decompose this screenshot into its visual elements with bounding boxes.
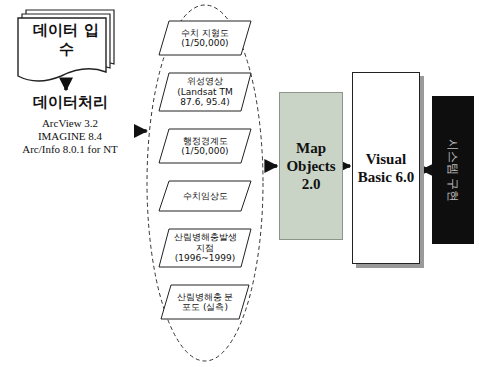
component-box: Visual Basic 6.0 [352,72,420,264]
process-block: 데이터처리 ArcView 3.2IMAGINE 8.4Arc/Info 8.0.… [8,92,132,170]
flow-arrow [345,164,350,168]
node-label: 행정경계도 (1/50,000) [172,136,238,157]
flow-arrow [64,78,68,90]
node-detail: ArcView 3.2 [12,117,128,130]
data-layer: 행정경계도 (1/50,000) [158,128,252,164]
node-label: 수치임상도 [183,191,228,201]
node-label: Visual Basic 6.0 [357,150,415,186]
node-label: 산림병해충 분포도 (실측) [174,292,236,313]
data-layer: 수치 지형도 (1/50,000) [158,20,252,56]
flow-arrow [422,168,430,172]
data-layer: 산림병해충발생지점 (1996~1999) [158,228,252,268]
flow-arrow [266,164,277,168]
node-label: 수치 지형도 (1/50,000) [172,28,238,49]
flow-arrow [134,129,147,133]
node-label: 위성영상 (Landsat TM 87.6, 95.4) [172,76,238,107]
node-label: 시스템 구현 [445,138,462,202]
database-ellipse: 수치 지형도 (1/50,000) 위성영상 (Landsat TM 87.6, … [146,4,264,362]
data-layer: 산림병해충 분포도 (실측) [160,284,250,320]
node-label: 데이터처리 [12,94,128,111]
node-label: 데이터 입수 [26,21,106,59]
node-detail: IMAGINE 8.4 [12,130,128,143]
node-label: Map Objects 2.0 [284,139,338,193]
node-label: 산림병해충발생지점 (1996~1999) [172,232,238,263]
component-box: Map Objects 2.0 [279,92,343,240]
screen-box: 시스템 구현 [432,96,474,244]
document-stack: 데이터 입수 [18,10,114,76]
data-layer: 수치임상도 [158,180,252,212]
data-layer: 위성영상 (Landsat TM 87.6, 95.4) [158,72,252,112]
node-detail: Arc/Info 8.0.1 for NT [12,143,128,156]
